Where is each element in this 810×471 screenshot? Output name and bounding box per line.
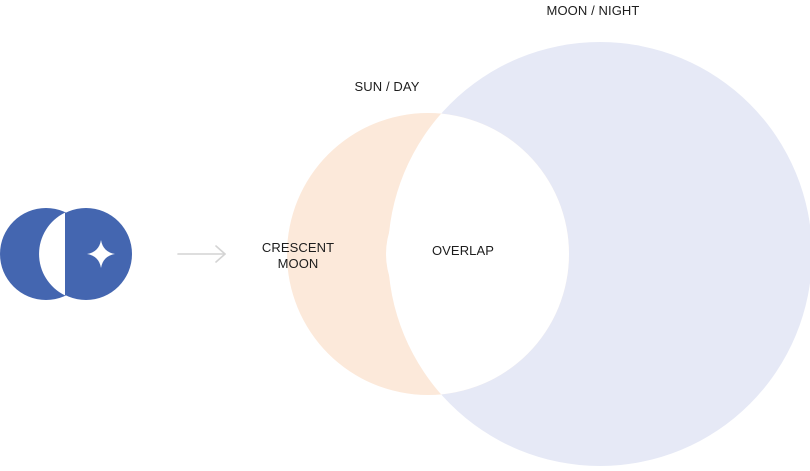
crescent-moon-label-line2: MOON <box>277 256 319 271</box>
moon-night-label: MOON / NIGHT <box>546 3 640 18</box>
arrow-right-icon <box>177 245 226 263</box>
crescent-moon-label: CRESCENT MOON <box>248 240 348 272</box>
overlap-region <box>388 113 569 395</box>
sun-moon-logo-icon <box>0 208 132 300</box>
overlap-fill <box>388 113 569 395</box>
closed-eye-icon <box>44 241 62 248</box>
sun-day-label: SUN / DAY <box>354 79 420 94</box>
four-point-star-icon <box>87 240 115 268</box>
overlap-label: OVERLAP <box>431 243 495 258</box>
logo-crescent-gap <box>39 212 65 296</box>
crescent-moon-label-line1: CRESCENT <box>261 240 335 255</box>
